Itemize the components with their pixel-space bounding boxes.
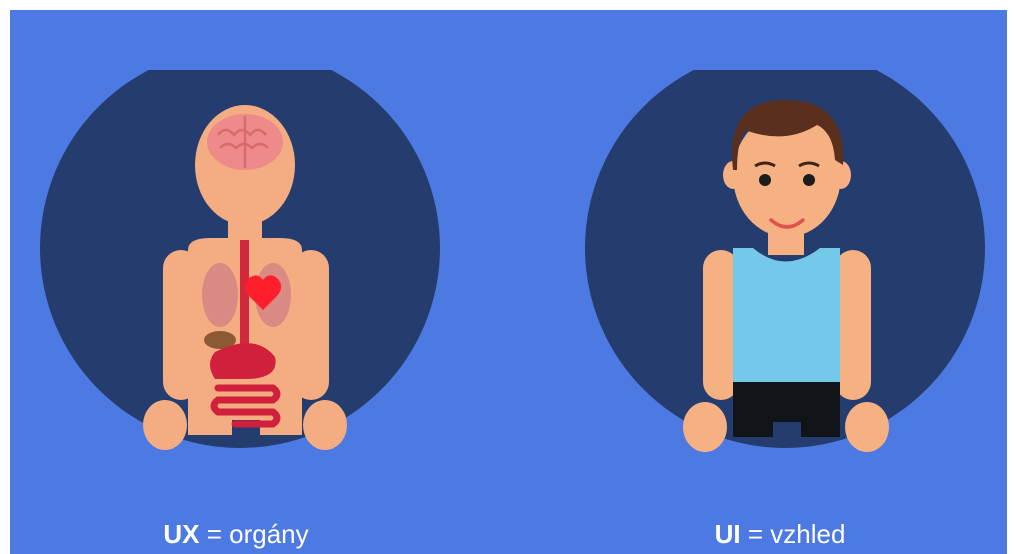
tank-top xyxy=(733,248,840,382)
ux-equals: = xyxy=(199,519,229,549)
illustration-canvas: UX = orgány UI = vzhled xyxy=(10,10,1007,554)
ui-meaning: vzhled xyxy=(770,519,845,549)
ux-term: UX xyxy=(163,519,199,549)
ui-illustration xyxy=(585,70,990,460)
ui-term: UI xyxy=(715,519,741,549)
ux-caption: UX = orgány xyxy=(163,514,308,554)
right-eye xyxy=(803,174,815,186)
ux-meaning: orgány xyxy=(229,519,309,549)
ux-figure xyxy=(40,70,445,460)
brain-icon xyxy=(207,114,283,170)
ui-figure xyxy=(585,70,990,460)
left-eye xyxy=(759,174,771,186)
ux-illustration xyxy=(40,70,445,460)
ui-equals: = xyxy=(741,519,771,549)
ui-caption: UI = vzhled xyxy=(715,514,846,554)
